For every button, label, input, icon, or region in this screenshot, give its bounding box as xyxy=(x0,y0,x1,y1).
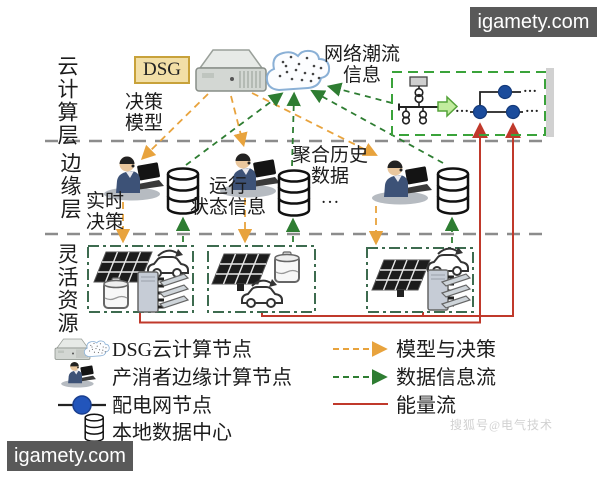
grid-node xyxy=(497,84,513,100)
dsg-cloud-node-icon xyxy=(54,338,91,360)
grid-node xyxy=(472,104,488,120)
operating-status-label: 运行 状态信息 xyxy=(189,176,266,218)
edge-layer-label: 边缘层 xyxy=(58,152,82,221)
legend-model-decision-flow: 模型与决策 xyxy=(396,339,496,361)
source-credit: 搜狐号@电气技术 xyxy=(450,418,554,432)
decision-model-label: 决策 模型 xyxy=(124,92,163,134)
prosumer-edge-node-icon-3 xyxy=(372,160,432,205)
realtime-decision-label: 实时 决策 xyxy=(85,191,124,233)
topology-dots: … xyxy=(455,101,469,116)
legend-prosumer-edge-node: 产消者边缘计算节点 xyxy=(112,367,292,389)
legend-grid-node: 配电网节点 xyxy=(112,395,212,417)
legend-dsg-cloud-node: DSG云计算节点 xyxy=(112,339,253,361)
dsg-label: DSG xyxy=(134,56,190,84)
legend-energy-flow: 能量流 xyxy=(396,395,456,417)
mapping-arrow-icon xyxy=(437,95,459,118)
topology-dots: … xyxy=(523,81,537,96)
battery-icon xyxy=(274,251,300,283)
model-decision-flow-lines xyxy=(115,92,384,246)
grid-node xyxy=(505,104,521,120)
substation-oneline-icon xyxy=(398,76,440,125)
aggregated-history-label: 聚合历史 数据 … xyxy=(291,145,368,208)
local-data-center-icon-3 xyxy=(436,167,470,215)
watermark-top-right: igamety.com xyxy=(470,7,597,37)
legend-local-data-center: 本地数据中心 xyxy=(112,422,232,444)
network-flow-info-label: 网络潮流 信息 xyxy=(323,44,400,86)
prosumer-edge-node-icon xyxy=(61,362,96,388)
grid-topology xyxy=(470,84,523,120)
cloud-layer-label: 云计算层 xyxy=(55,55,79,147)
topology-dots: … xyxy=(525,101,539,116)
dsg-cloud-node-icon xyxy=(83,340,110,358)
resource-box-3 xyxy=(366,247,474,313)
resource-box-2 xyxy=(207,245,316,313)
resource-layer-label: 灵活资源 xyxy=(55,243,79,335)
local-data-center-icon xyxy=(84,413,104,443)
legend-data-info-flow: 数据信息流 xyxy=(396,367,496,389)
distribution-grid-node-icon xyxy=(58,395,106,415)
battery-icon xyxy=(103,277,129,309)
scrollbar-artifact xyxy=(546,68,554,137)
dsg-server-icon xyxy=(195,49,267,92)
solar-panel-icon xyxy=(371,259,431,298)
data-info-flow-lines xyxy=(175,82,460,243)
inverter-icon xyxy=(136,270,166,314)
solar-panel-icon xyxy=(211,253,271,292)
heat-pump-icon xyxy=(159,273,189,309)
grid-model-box xyxy=(391,71,546,136)
watermark-bottom-left: igamety.com xyxy=(7,441,133,471)
